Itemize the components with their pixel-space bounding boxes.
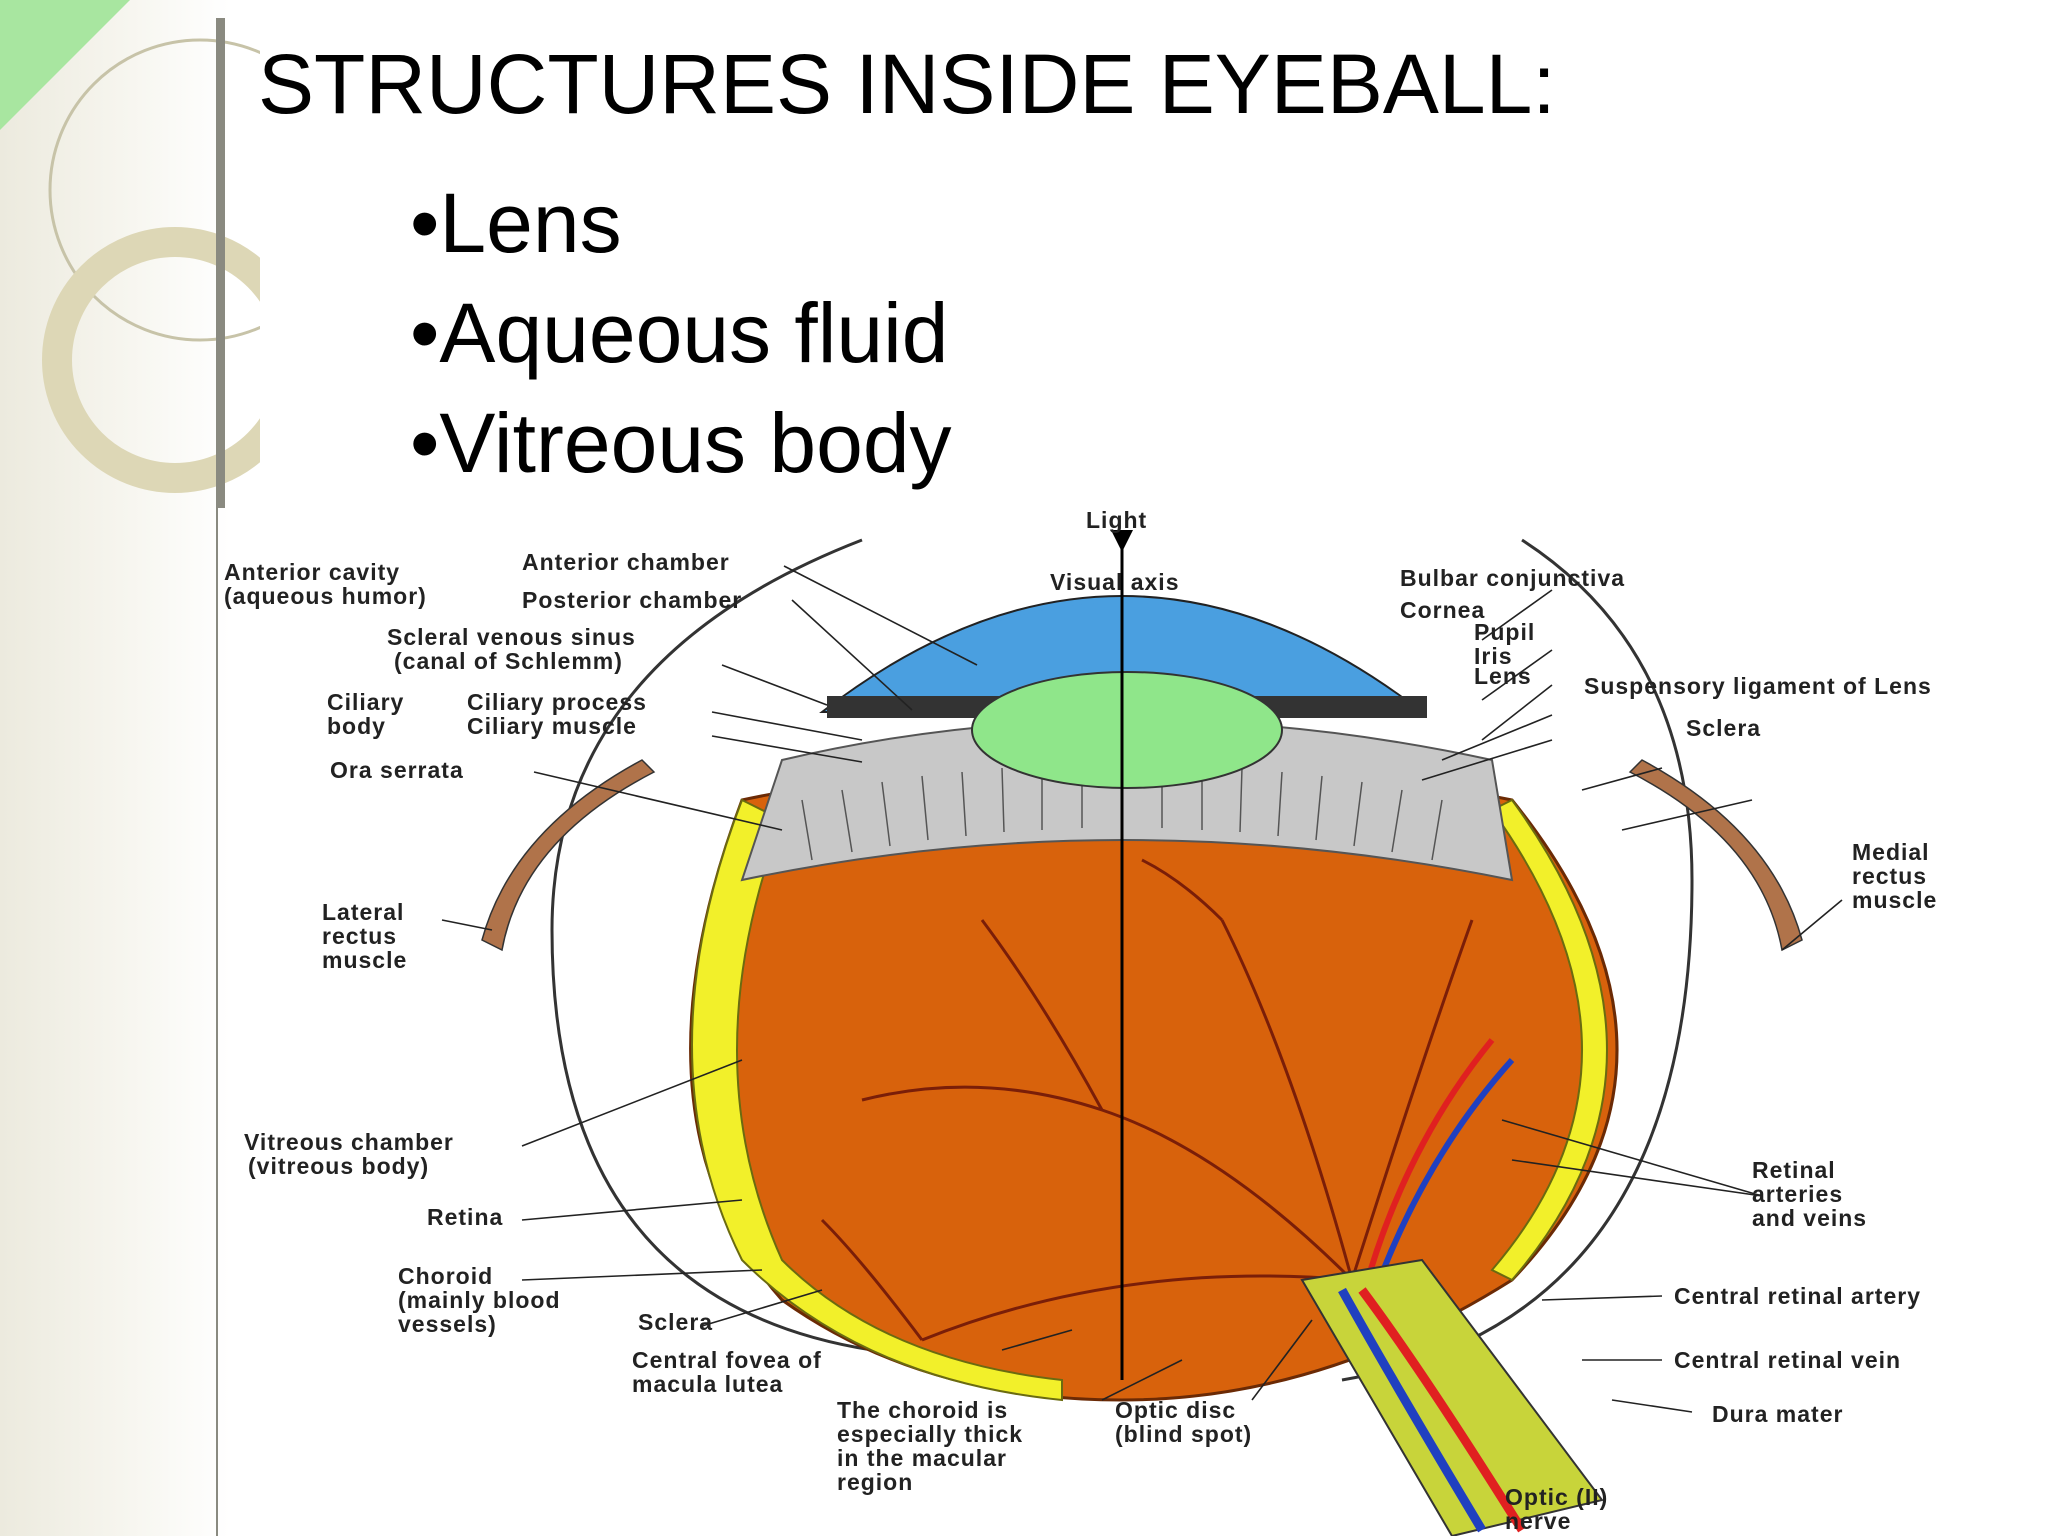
label-macula-lutea: macula lutea [632, 1371, 783, 1397]
thick-ring [42, 227, 260, 493]
lateral-rectus-muscle [481, 759, 656, 952]
central-retinal-artery [1358, 1287, 1526, 1533]
eyeball-diagram: Light Visual axis Anterior cavity (aqueo… [224, 507, 1937, 1536]
slide-title: STRUCTURES INSIDE EYEBALL: [258, 37, 1556, 131]
decorative-rings [0, 0, 260, 493]
label-sclera-bottom: Sclera [638, 1309, 713, 1335]
label-central-retinal-vein: Central retinal vein [1674, 1347, 1901, 1373]
thin-ring [48, 38, 260, 342]
label-body: body [327, 713, 386, 739]
label-lateral: Lateral [322, 899, 404, 925]
slide-divider-line [216, 508, 218, 1536]
label-central-fovea: Central fovea of [632, 1347, 822, 1373]
label-lens: Lens [1474, 663, 1532, 689]
leader-lines [441, 565, 1843, 1413]
label-choroid-note-4: region [837, 1469, 913, 1495]
label-choroid-note-2: especially thick [837, 1421, 1023, 1447]
bullet-lens: Lens [410, 168, 952, 278]
label-vitreous-chamber: Vitreous chamber [244, 1129, 454, 1155]
label-optic-ii: Optic (II) [1505, 1484, 1608, 1510]
label-and-veins: and veins [1752, 1205, 1867, 1231]
label-mainly-blood: (mainly blood [398, 1287, 561, 1313]
label-anterior-cavity: Anterior cavity [224, 559, 400, 585]
medial-rectus-muscle [1628, 759, 1803, 952]
label-sclera-right: Sclera [1686, 715, 1761, 741]
green-corner [0, 0, 130, 130]
label-anterior-chamber: Anterior chamber [522, 549, 730, 575]
label-aqueous-humor: (aqueous humor) [224, 583, 427, 609]
label-vitreous-body: (vitreous body) [248, 1153, 429, 1179]
retina-rim-right [1490, 798, 1608, 1282]
label-arteries: arteries [1752, 1181, 1843, 1207]
label-visual-axis: Visual axis [1050, 569, 1180, 595]
bullet-vitreous-body: Vitreous body [410, 388, 951, 498]
label-bulbar-conjunctiva: Bulbar conjunctiva [1400, 565, 1625, 591]
lens [971, 671, 1283, 789]
label-retinal: Retinal [1752, 1157, 1836, 1183]
label-retina: Retina [427, 1204, 503, 1230]
light-arrow [1111, 530, 1133, 552]
label-blind-spot: (blind spot) [1115, 1421, 1252, 1447]
optic-nerve [1300, 1258, 1604, 1536]
retinal-vein [1369, 1057, 1515, 1302]
bullet-list: Lens Aqueous fluid Vitreous body [410, 168, 952, 498]
label-central-retinal-artery: Central retinal artery [1674, 1283, 1921, 1309]
slide-divider-bar [216, 18, 225, 508]
label-cornea: Cornea [1400, 597, 1485, 623]
bullet-aqueous-fluid: Aqueous fluid [410, 278, 952, 388]
label-rectus-right: rectus [1852, 863, 1927, 889]
label-suspensory-ligament: Suspensory ligament of Lens [1584, 673, 1932, 699]
label-rectus: rectus [322, 923, 397, 949]
label-muscle-right: muscle [1852, 887, 1937, 913]
label-choroid-note-1: The choroid is [837, 1397, 1008, 1423]
central-retinal-vein [1338, 1287, 1486, 1533]
label-scleral-sinus: Scleral venous sinus [387, 624, 636, 650]
retinal-artery [1359, 1038, 1495, 1301]
vitreous-rim [691, 798, 1063, 1402]
label-light: Light [1086, 507, 1147, 533]
label-pupil: Pupil [1474, 619, 1535, 645]
label-ora-serrata: Ora serrata [330, 757, 464, 783]
retinal-vessels [820, 858, 1474, 1342]
label-medial: Medial [1852, 839, 1930, 865]
label-ciliary-muscle: Ciliary muscle [467, 713, 637, 739]
label-muscle: muscle [322, 947, 407, 973]
label-choroid-note-3: in the macular [837, 1445, 1007, 1471]
label-vessels: vessels) [398, 1311, 497, 1337]
label-ciliary: Ciliary [327, 689, 404, 715]
label-ciliary-process: Ciliary process [467, 689, 647, 715]
label-choroid: Choroid [398, 1263, 493, 1289]
label-nerve: nerve [1505, 1508, 1571, 1534]
label-canal-schlemm: (canal of Schlemm) [394, 648, 623, 674]
label-optic-disc: Optic disc [1115, 1397, 1236, 1423]
label-iris: Iris [1474, 643, 1513, 669]
label-posterior-chamber: Posterior chamber [522, 587, 742, 613]
label-dura-mater: Dura mater [1712, 1401, 1843, 1427]
